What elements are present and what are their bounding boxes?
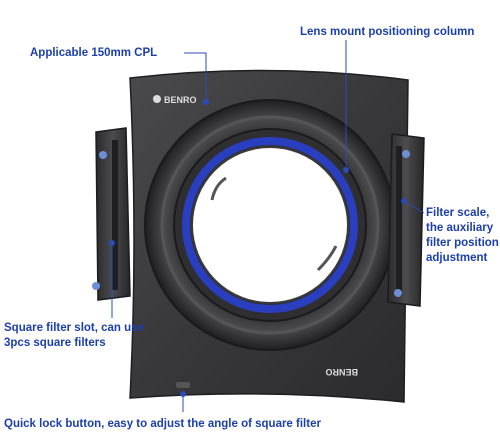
cpl-ring-mid (160, 115, 380, 335)
annotation-quick-lock: Quick lock button, easy to adjust the an… (4, 418, 321, 430)
brand-logo-icon (153, 95, 161, 103)
annotation-cpl: Applicable 150mm CPL (30, 47, 158, 59)
screw-icon (99, 151, 107, 159)
callout-dots (109, 99, 407, 397)
annotation-mount: Lens mount positioning column (300, 26, 475, 38)
annotation-scale: Filter scale, the auxiliary filter posit… (426, 207, 499, 264)
brand-logo-bottom: BENRO (325, 367, 358, 377)
brand-logo-top: BENRO (164, 95, 197, 105)
screw-icon (402, 150, 410, 158)
callout-cpl-line (184, 52, 207, 102)
screw-icon (92, 282, 100, 290)
screw-icon (394, 289, 402, 297)
blue-adapter-ring (182, 137, 358, 313)
right-filter-slot (387, 133, 425, 307)
quick-lock-button (176, 382, 190, 388)
annotation-slot: Square filter slot, can use 3pcs square … (4, 322, 144, 349)
callout-scale-line (403, 200, 425, 214)
